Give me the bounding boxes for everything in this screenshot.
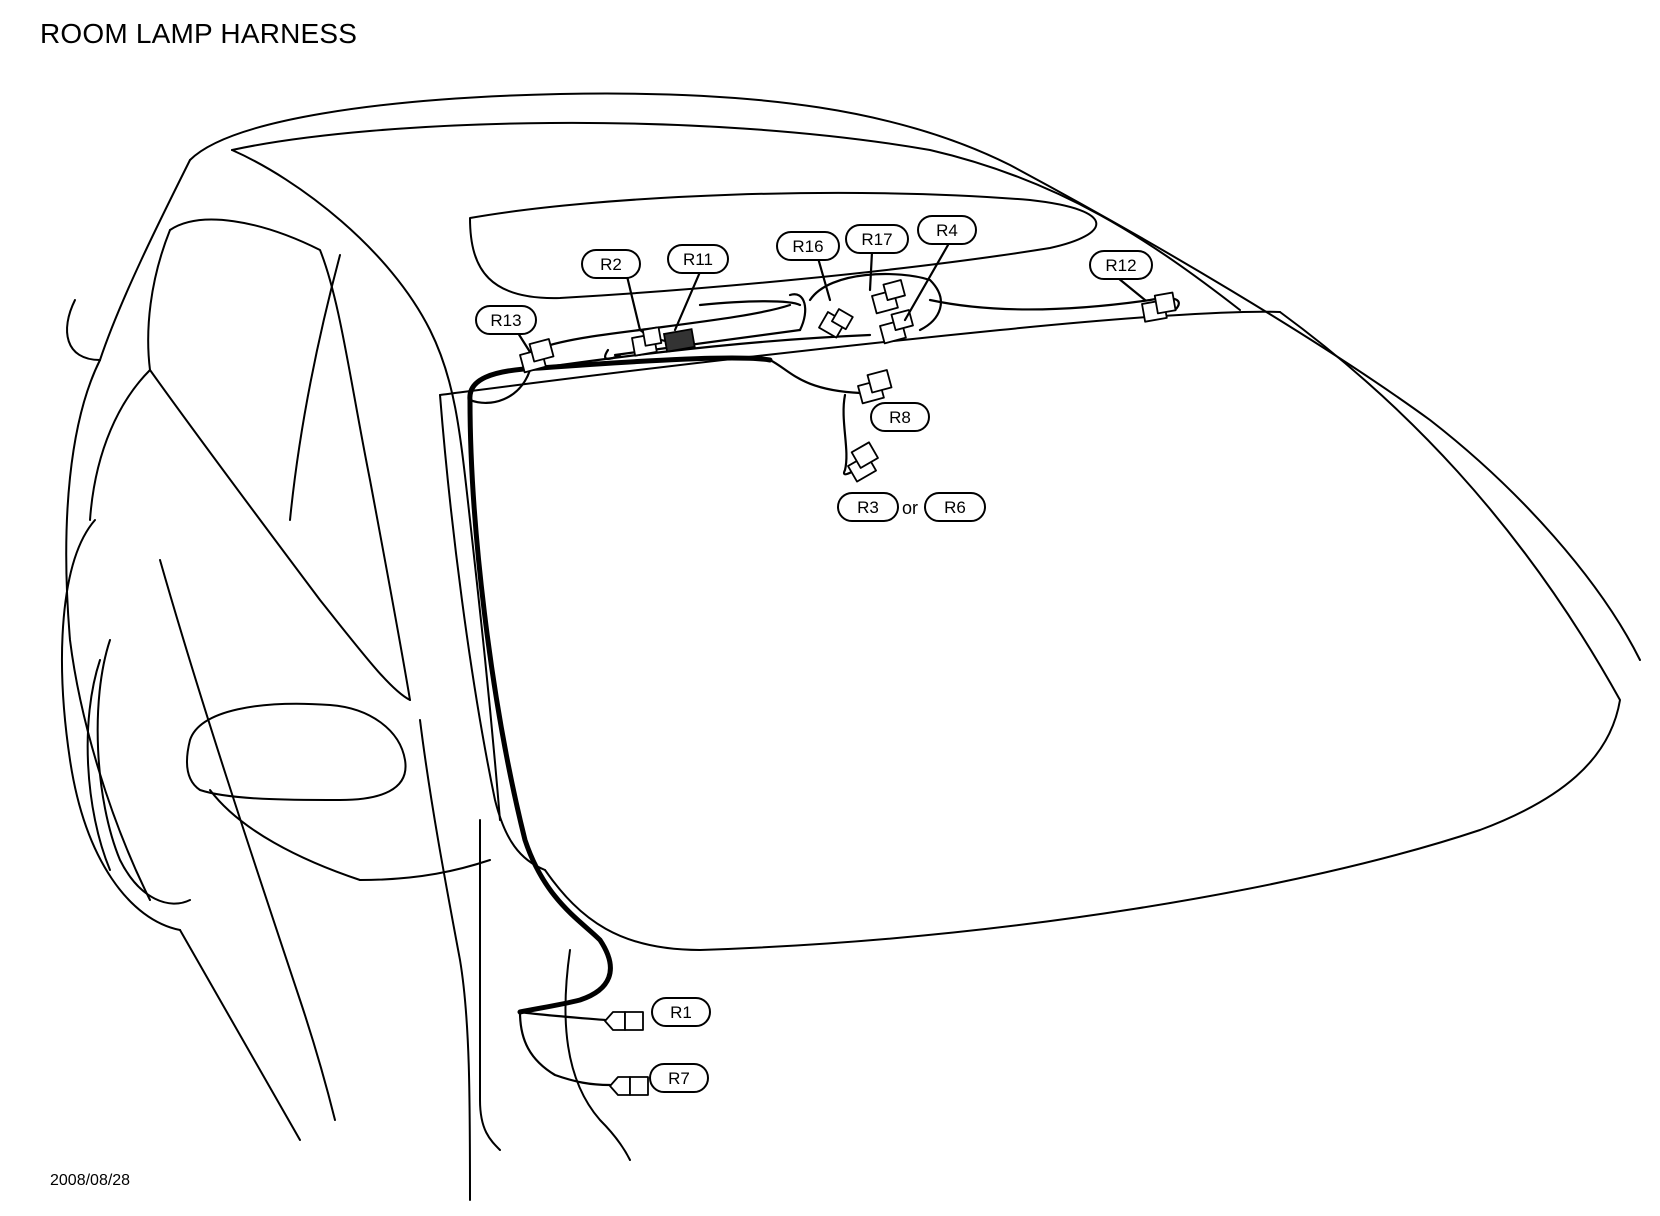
label-r13: R13	[475, 305, 537, 335]
connector-glyphs	[519, 279, 1177, 1096]
page-title: ROOM LAMP HARNESS	[40, 18, 358, 49]
connector-r12-glyph	[1141, 291, 1177, 323]
connector-r4-glyph	[879, 309, 914, 345]
label-r1: R1	[651, 997, 711, 1027]
label-r12: R12	[1089, 250, 1153, 280]
svg-text:R4: R4	[936, 221, 958, 240]
svg-text:R13: R13	[490, 311, 521, 330]
harness-wires	[467, 272, 1180, 1087]
svg-text:R3: R3	[857, 498, 879, 517]
svg-text:R11: R11	[683, 250, 713, 269]
connector-r11-glyph	[662, 328, 696, 353]
car-body-outline	[61, 92, 1641, 1201]
leader-lines	[516, 243, 1147, 354]
or-label: or	[902, 498, 918, 518]
label-r17: R17	[845, 224, 909, 254]
label-r4: R4	[917, 215, 977, 245]
diagram-date: 2008/08/28	[50, 1172, 131, 1189]
svg-text:R8: R8	[889, 408, 911, 427]
connector-r1-glyph	[604, 1011, 644, 1031]
label-r8: R8	[870, 402, 930, 432]
label-r7: R7	[649, 1063, 709, 1093]
svg-text:R12: R12	[1105, 256, 1136, 275]
connector-labels: R13 R2 R11 R16 R17 R4 R12 R8	[475, 215, 1153, 1093]
connector-r16-glyph	[818, 308, 854, 339]
label-r11: R11	[667, 244, 729, 274]
svg-text:R1: R1	[670, 1003, 692, 1022]
label-r6: R6	[924, 492, 986, 522]
svg-text:R2: R2	[600, 255, 622, 274]
svg-text:R16: R16	[792, 237, 823, 256]
connector-r7-glyph	[609, 1076, 649, 1096]
connector-r17-glyph	[871, 279, 906, 315]
connector-r8-glyph	[857, 369, 893, 405]
label-r2: R2	[581, 249, 641, 279]
svg-text:R17: R17	[861, 230, 892, 249]
label-r16: R16	[776, 231, 840, 261]
connector-r2-glyph	[631, 326, 663, 357]
svg-text:R7: R7	[668, 1069, 690, 1088]
label-r3: R3	[837, 492, 899, 522]
connector-r3-r6-glyph	[847, 441, 879, 483]
svg-text:R6: R6	[944, 498, 966, 517]
